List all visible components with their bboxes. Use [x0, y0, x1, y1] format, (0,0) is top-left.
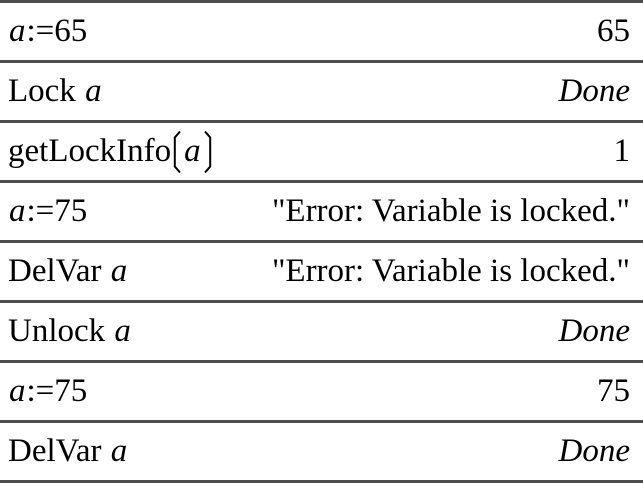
result-text: 1 [613, 133, 631, 169]
history-input-expression[interactable]: a:=65 [8, 13, 87, 50]
math-paren-left-icon [173, 130, 181, 173]
variable-name: a [110, 253, 128, 289]
history-result[interactable]: 65 [597, 13, 630, 50]
expression-text: DelVar [8, 433, 110, 469]
history-input-expression[interactable]: DelVar a [8, 253, 128, 290]
expression-text: :=75 [26, 193, 88, 229]
result-text: Done [558, 433, 630, 469]
variable-name: a [110, 433, 128, 469]
variable-name: a [9, 13, 26, 49]
row-divider [0, 180, 643, 183]
history-input-expression[interactable]: a:=75 [8, 193, 87, 230]
result-text: 75 [597, 373, 630, 409]
history-row[interactable]: getLockInfo a 1 [0, 123, 643, 180]
variable-name: a [184, 133, 201, 169]
row-divider [0, 420, 643, 423]
row-divider [0, 300, 643, 303]
history-input-expression[interactable]: Unlock a [8, 313, 132, 350]
row-divider [0, 360, 643, 363]
history-input-expression[interactable]: DelVar a [8, 433, 128, 470]
history-row[interactable]: Unlock a Done [0, 303, 643, 360]
variable-name: a [114, 313, 131, 349]
history-row[interactable]: Lock a Done [0, 63, 643, 120]
history-row[interactable]: DelVar a Done [0, 423, 643, 480]
history-result[interactable]: "Error: Variable is locked." [272, 253, 630, 290]
expression-text: getLockInfo [8, 133, 172, 169]
history-input-expression[interactable]: a:=75 [8, 373, 87, 410]
history-row[interactable]: a:=75 75 [0, 363, 643, 420]
history-result[interactable]: 75 [597, 373, 630, 410]
row-divider [0, 240, 643, 243]
row-divider [0, 120, 643, 123]
row-divider [0, 0, 643, 3]
expression-text: Lock [8, 73, 85, 109]
variable-name: a [85, 73, 102, 109]
history-result[interactable]: Done [559, 73, 630, 110]
expression-text: DelVar [8, 253, 110, 289]
variable-name: a [9, 193, 26, 229]
result-text: Done [558, 313, 630, 349]
history-result[interactable]: 1 [614, 133, 631, 170]
variable-name: a [9, 373, 26, 409]
history-input-expression[interactable]: getLockInfo a [8, 130, 214, 174]
history-result[interactable]: Done [559, 313, 630, 350]
row-divider [0, 480, 643, 483]
result-text: Done [558, 73, 630, 109]
history-row[interactable]: a:=75 "Error: Variable is locked." [0, 183, 643, 240]
result-text: "Error: Variable is locked." [271, 253, 630, 289]
row-divider [0, 60, 643, 63]
history-result[interactable]: Done [559, 433, 630, 470]
math-paren-right-icon [203, 130, 211, 173]
result-text: 65 [597, 13, 630, 49]
history-row[interactable]: a:=65 65 [0, 3, 643, 60]
history-result[interactable]: "Error: Variable is locked." [272, 193, 630, 230]
history-row[interactable]: DelVar a "Error: Variable is locked." [0, 243, 643, 300]
history-input-expression[interactable]: Lock a [8, 73, 103, 110]
expression-text: :=75 [26, 373, 88, 409]
result-text: "Error: Variable is locked." [271, 193, 630, 229]
expression-text: :=65 [26, 13, 88, 49]
expression-text: Unlock [8, 313, 114, 349]
